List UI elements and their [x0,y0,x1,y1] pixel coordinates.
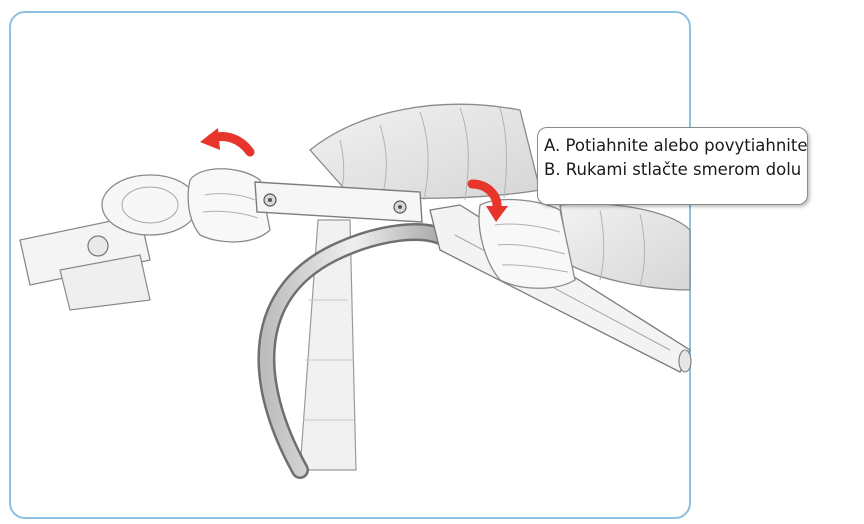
left-arm-sleeve [310,104,540,200]
instruction-callout: A. Potiahnite alebo povytiahnite B. Ruka… [537,127,808,205]
left-grip [20,175,198,310]
right-arm-sleeve [560,204,690,290]
step-b-text: B. Rukami stlačte smerom dolu [544,158,801,182]
step-a-text: A. Potiahnite alebo povytiahnite [544,134,801,158]
curved-arrow-left-icon [200,128,250,152]
